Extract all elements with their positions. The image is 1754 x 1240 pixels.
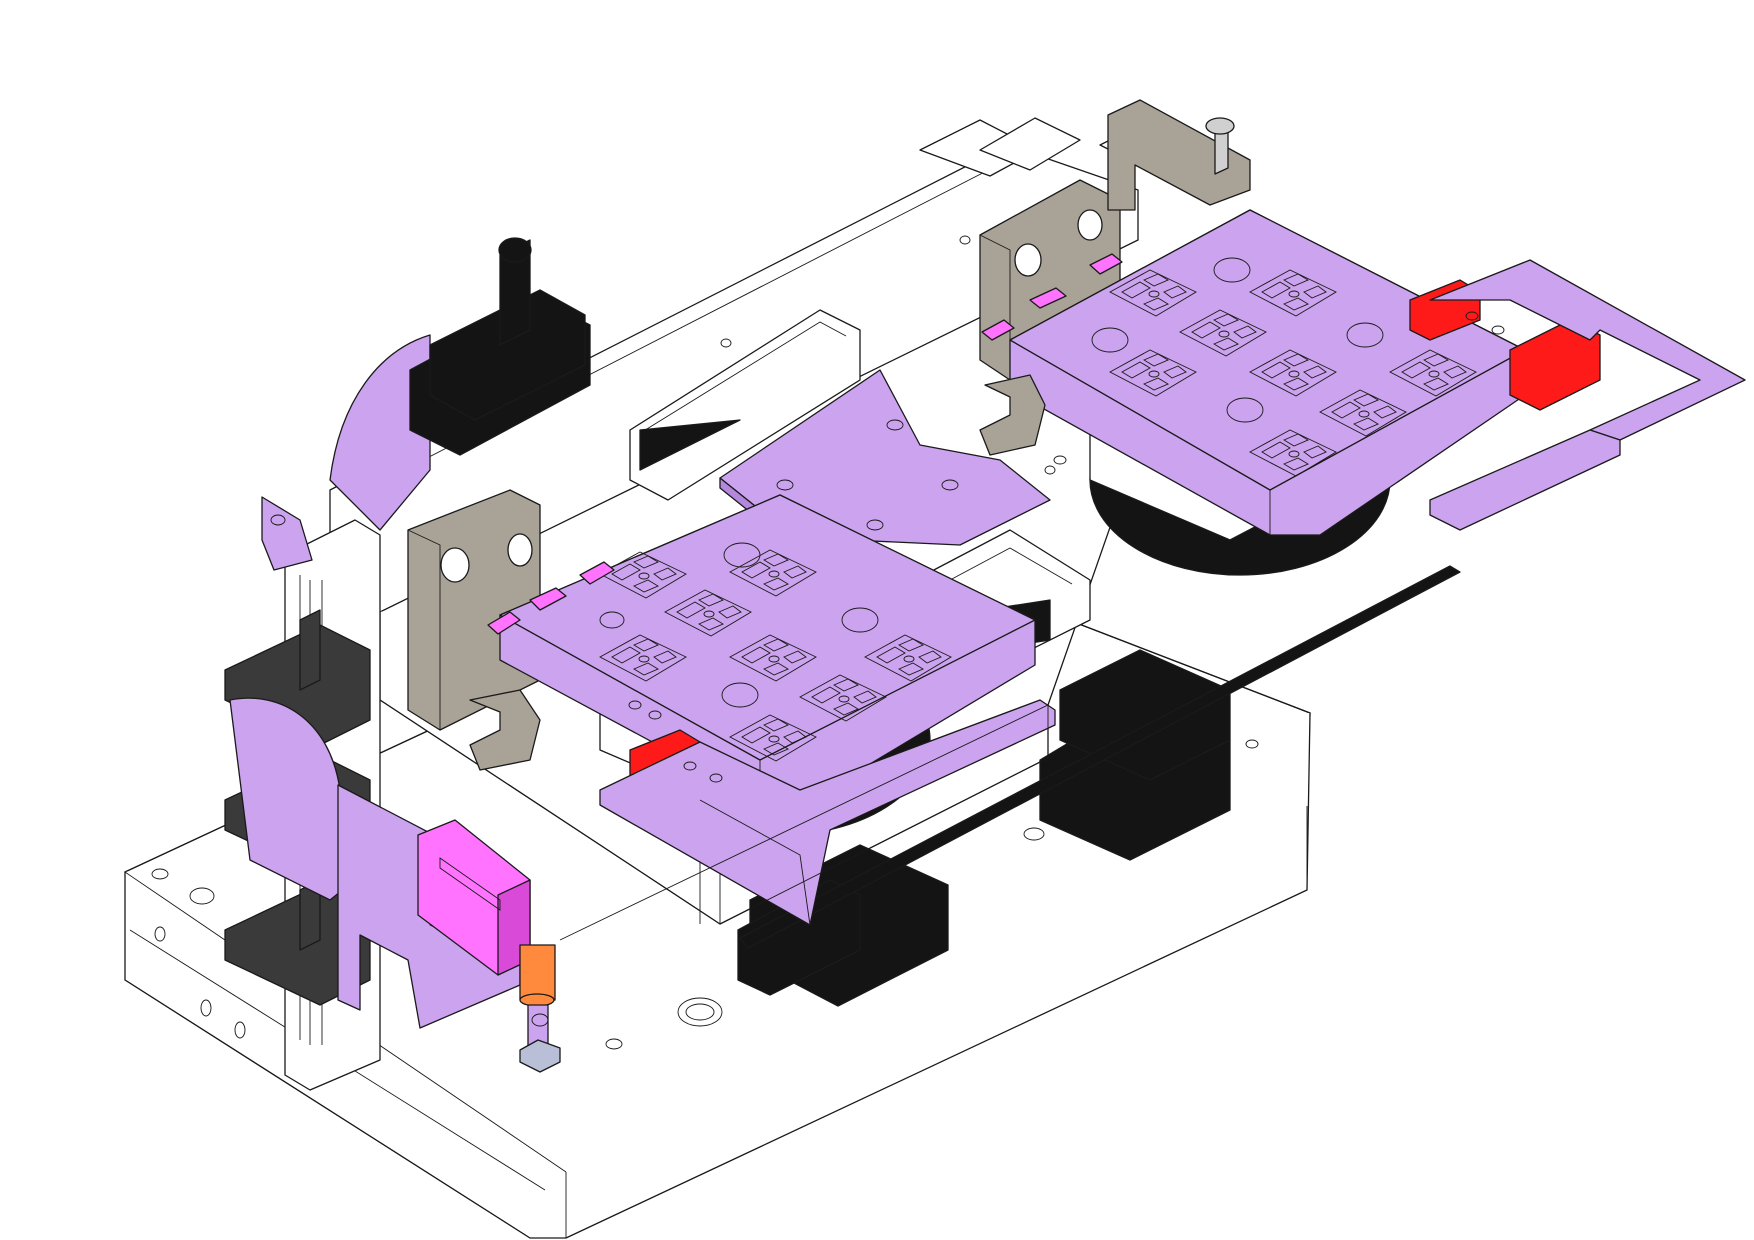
hook-right xyxy=(979,374,1046,456)
clamp-block-left xyxy=(407,489,541,731)
hex-nut xyxy=(519,1039,561,1073)
rotary-disc xyxy=(329,334,431,531)
toggle-handle xyxy=(409,237,591,456)
top-bracket xyxy=(1107,99,1251,211)
black-rail xyxy=(739,565,1461,949)
orange-fitting xyxy=(519,944,556,1051)
nest-tray-left xyxy=(499,494,1036,801)
locating-pins-left xyxy=(487,561,615,635)
locating-pins-right xyxy=(981,253,1123,341)
u-frame-right xyxy=(1429,259,1746,531)
hook-left xyxy=(469,689,541,771)
